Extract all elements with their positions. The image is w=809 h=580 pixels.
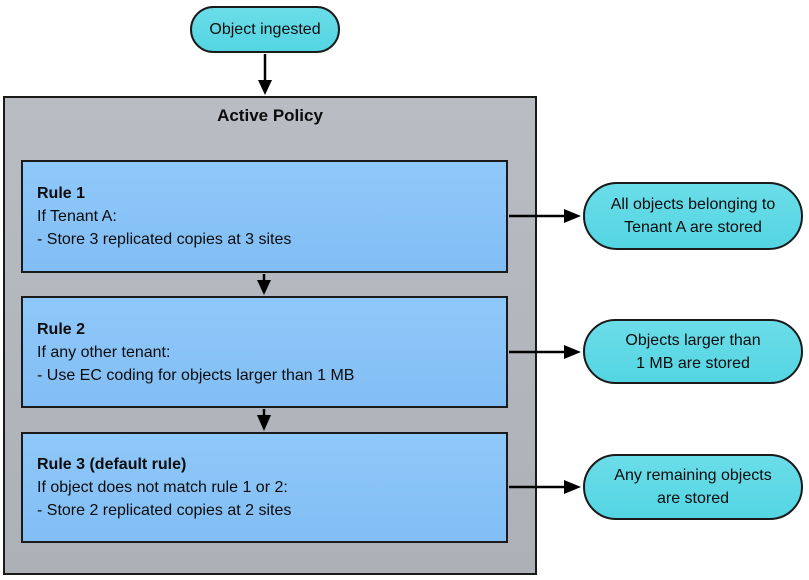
rule-3-title: Rule 3 (default rule) bbox=[37, 456, 187, 473]
outcome-2-line-1: Objects larger than bbox=[625, 331, 761, 349]
arrowhead-right-icon bbox=[564, 480, 581, 494]
rule-3-condition: If object does not match rule 1 or 2: bbox=[37, 479, 288, 496]
rule-2-title: Rule 2 bbox=[37, 320, 86, 338]
arrowhead-right-icon bbox=[564, 209, 581, 223]
arrowhead-down-icon bbox=[258, 80, 272, 95]
rule-3-action: - Store 2 replicated copies at 2 sites bbox=[37, 502, 292, 519]
outcome-pill-rule-1: All objects belonging to Tenant A are st… bbox=[583, 182, 803, 250]
rule-2-box: Rule 2 If any other tenant: - Use EC cod… bbox=[21, 296, 508, 408]
outcome-pill-rule-3: Any remaining objects are stored bbox=[583, 454, 803, 520]
outcome-1-line-2: Tenant A are stored bbox=[624, 219, 762, 236]
start-node-object-ingested: Object ingested bbox=[190, 6, 340, 53]
rule-3-box: Rule 3 (default rule) If object does not… bbox=[21, 432, 508, 543]
rule-1-action: - Store 3 replicated copies at 3 sites bbox=[37, 231, 292, 248]
outcome-2-line-2: 1 MB are stored bbox=[636, 354, 750, 372]
arrow-ingest-to-policy bbox=[258, 54, 272, 95]
outcome-1-line-1: All objects belonging to bbox=[610, 196, 776, 213]
rule-1-condition: If Tenant A: bbox=[37, 208, 117, 225]
outcome-3-line-2: are stored bbox=[656, 490, 730, 507]
rule-2-condition: If any other tenant: bbox=[37, 343, 171, 361]
start-node-label: Object ingested bbox=[209, 21, 321, 38]
outcome-3-line-1: Any remaining objects bbox=[614, 467, 772, 484]
rule-2-action: - Use EC coding for objects larger than … bbox=[37, 366, 355, 384]
arrowhead-right-icon bbox=[564, 345, 581, 359]
outcome-pill-rule-2: Objects larger than 1 MB are stored bbox=[583, 319, 803, 384]
active-policy-title: Active Policy bbox=[217, 106, 323, 125]
rule-1-title: Rule 1 bbox=[37, 185, 86, 202]
rule-1-box: Rule 1 If Tenant A: - Store 3 replicated… bbox=[21, 160, 508, 273]
